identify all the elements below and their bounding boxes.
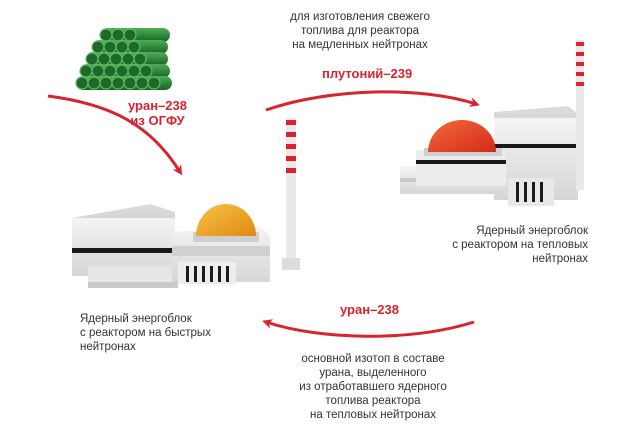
fast-reactor-building-icon (72, 118, 300, 288)
thermal-reactor-chimney (576, 40, 584, 190)
top-note-line: топлива для реактора (301, 25, 419, 37)
arrow-fast-to-thermal (265, 90, 480, 112)
bottom-note-line: топлива реактора (325, 395, 421, 407)
arrow-thermal-to-fast (262, 319, 475, 338)
uranium-ogfu-label: уран–238 из ОГФУ (128, 98, 187, 128)
top-note: для изготовления свежего топлива для реа… (280, 10, 440, 52)
uranium-ogfu-line: из ОГФУ (130, 113, 185, 128)
thermal-reactor-caption-line: Ядерный энергоблок (476, 225, 588, 237)
bottom-note: основной изотоп в составе урана, выделен… (288, 352, 458, 422)
thermal-reactor-caption-line: с реактором на тепловых (452, 239, 588, 251)
thermal-reactor-caption: Ядерный энергоблок с реактором на теплов… (430, 224, 588, 266)
fast-reactor-caption: Ядерный энергоблок с реактором на быстры… (80, 312, 211, 354)
fast-reactor-chimney (282, 118, 300, 270)
top-note-line: на медленных нейтронах (292, 39, 428, 51)
thermal-reactor-dome (428, 120, 496, 152)
bottom-note-line: урана, выделенного (319, 367, 427, 379)
thermal-reactor-caption-line: нейтронах (532, 253, 588, 265)
bottom-note-line: основной изотоп в составе (301, 353, 445, 365)
bottom-note-line: из отработавшего ядерного (299, 381, 447, 393)
fast-reactor-caption-line: с реактором на быстрых (80, 327, 211, 339)
plutonium-label: плутоний–239 (322, 66, 413, 81)
bottom-note-line: на тепловых нейтронах (310, 409, 436, 421)
fast-reactor-dome (196, 204, 256, 236)
thermal-reactor-building-icon (400, 40, 584, 206)
fast-reactor-caption-line: Ядерный энергоблок (80, 313, 192, 325)
pipe-bundle-icon (75, 28, 172, 90)
fast-reactor-caption-line: нейтронах (80, 341, 136, 353)
top-note-line: для изготовления свежего (290, 11, 430, 23)
uranium-ogfu-line: уран–238 (128, 98, 188, 113)
arrow-ogfu-to-fast-reactor (47, 94, 183, 176)
uranium-return-label: уран–238 (340, 302, 400, 317)
